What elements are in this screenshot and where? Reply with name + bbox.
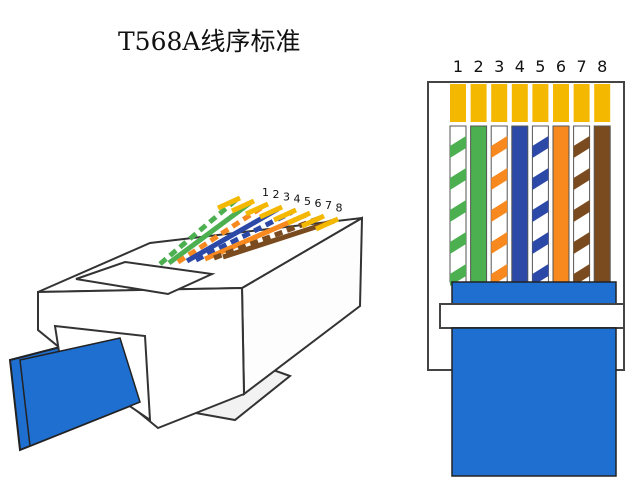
plug-contact-2 (230, 198, 256, 214)
pin-number-5: 5 (535, 57, 545, 76)
plug-contact-4 (258, 204, 284, 220)
wire-stripe-7 (573, 264, 590, 286)
plug-wire-3 (176, 203, 266, 265)
gold-contact-8 (594, 84, 611, 122)
plug-pin-number-5: 5 (304, 195, 311, 208)
plug-pin-number-3: 3 (283, 190, 290, 203)
plug-pin-number-4: 4 (294, 193, 301, 206)
pin-number-4: 4 (515, 57, 525, 76)
wire-2 (470, 125, 488, 283)
cable-jacket-top (451, 281, 617, 305)
wire-stripe-5 (532, 200, 549, 222)
wire-6 (552, 125, 570, 283)
wire-stripe-5 (532, 264, 549, 286)
plug-contact-7 (300, 213, 326, 229)
gold-contact-3 (491, 84, 508, 122)
plug-wire-2 (167, 200, 252, 266)
wire-stripe-7 (573, 200, 590, 222)
wire-stripe-5 (532, 232, 549, 254)
plug-contact-1 (216, 195, 242, 211)
pin-number-3: 3 (494, 57, 504, 76)
plug-pin-number-1: 1 (262, 186, 269, 199)
wire-stripe-1 (450, 264, 466, 286)
plug-pin-number-2: 2 (273, 188, 280, 201)
gold-contact-4 (511, 84, 528, 122)
wire-stripe-3 (491, 168, 508, 190)
wire-stripe-5 (532, 136, 549, 158)
pin-number-2: 2 (474, 57, 484, 76)
plug-pin-number-7: 7 (325, 199, 332, 212)
wire-stripe-7 (573, 136, 590, 158)
wire-stripe-1 (450, 168, 466, 190)
plug-contacts (216, 195, 340, 232)
wire-stripe-1 (450, 232, 466, 254)
cable-inside (19, 337, 141, 448)
pin-number-8: 8 (597, 57, 607, 76)
pin-number-7: 7 (577, 57, 587, 76)
plug-pin-number-8: 8 (336, 201, 343, 214)
pin-number-6: 6 (556, 57, 566, 76)
page-title: T568A线序标准 (118, 27, 301, 56)
wire-stripe-7 (573, 168, 590, 190)
pin-number-1: 1 (453, 57, 463, 76)
plug-pin-number-6: 6 (315, 197, 322, 210)
latch-slot (75, 260, 216, 296)
plug-wire-5 (194, 209, 294, 263)
gold-contact-6 (553, 84, 569, 122)
wire-stripe-3 (491, 264, 508, 286)
gold-contact-7 (573, 84, 590, 122)
wire-stripe-3 (491, 200, 508, 222)
plug-wire-1 (158, 198, 238, 266)
gold-contact-2 (470, 84, 487, 122)
wire-stripe-7 (573, 232, 590, 254)
cable-jacket (451, 327, 617, 477)
plug-contact-3 (244, 201, 270, 217)
plug-contact-6 (286, 210, 312, 226)
gold-contact-1 (450, 84, 466, 122)
wire-stripe-5 (532, 168, 549, 190)
plug-contact-8 (314, 216, 340, 232)
wire-stripe-3 (491, 232, 508, 254)
wire-stripe-3 (491, 136, 508, 158)
crimp-band (439, 303, 625, 329)
wire-stripe-1 (450, 200, 466, 222)
gold-contacts (450, 84, 611, 122)
wire-strands (449, 125, 611, 286)
gold-contact-5 (532, 84, 549, 122)
wire-8 (593, 125, 611, 283)
wire-stripe-1 (450, 136, 466, 158)
plug-contact-5 (272, 207, 298, 223)
wire-4 (511, 125, 529, 283)
